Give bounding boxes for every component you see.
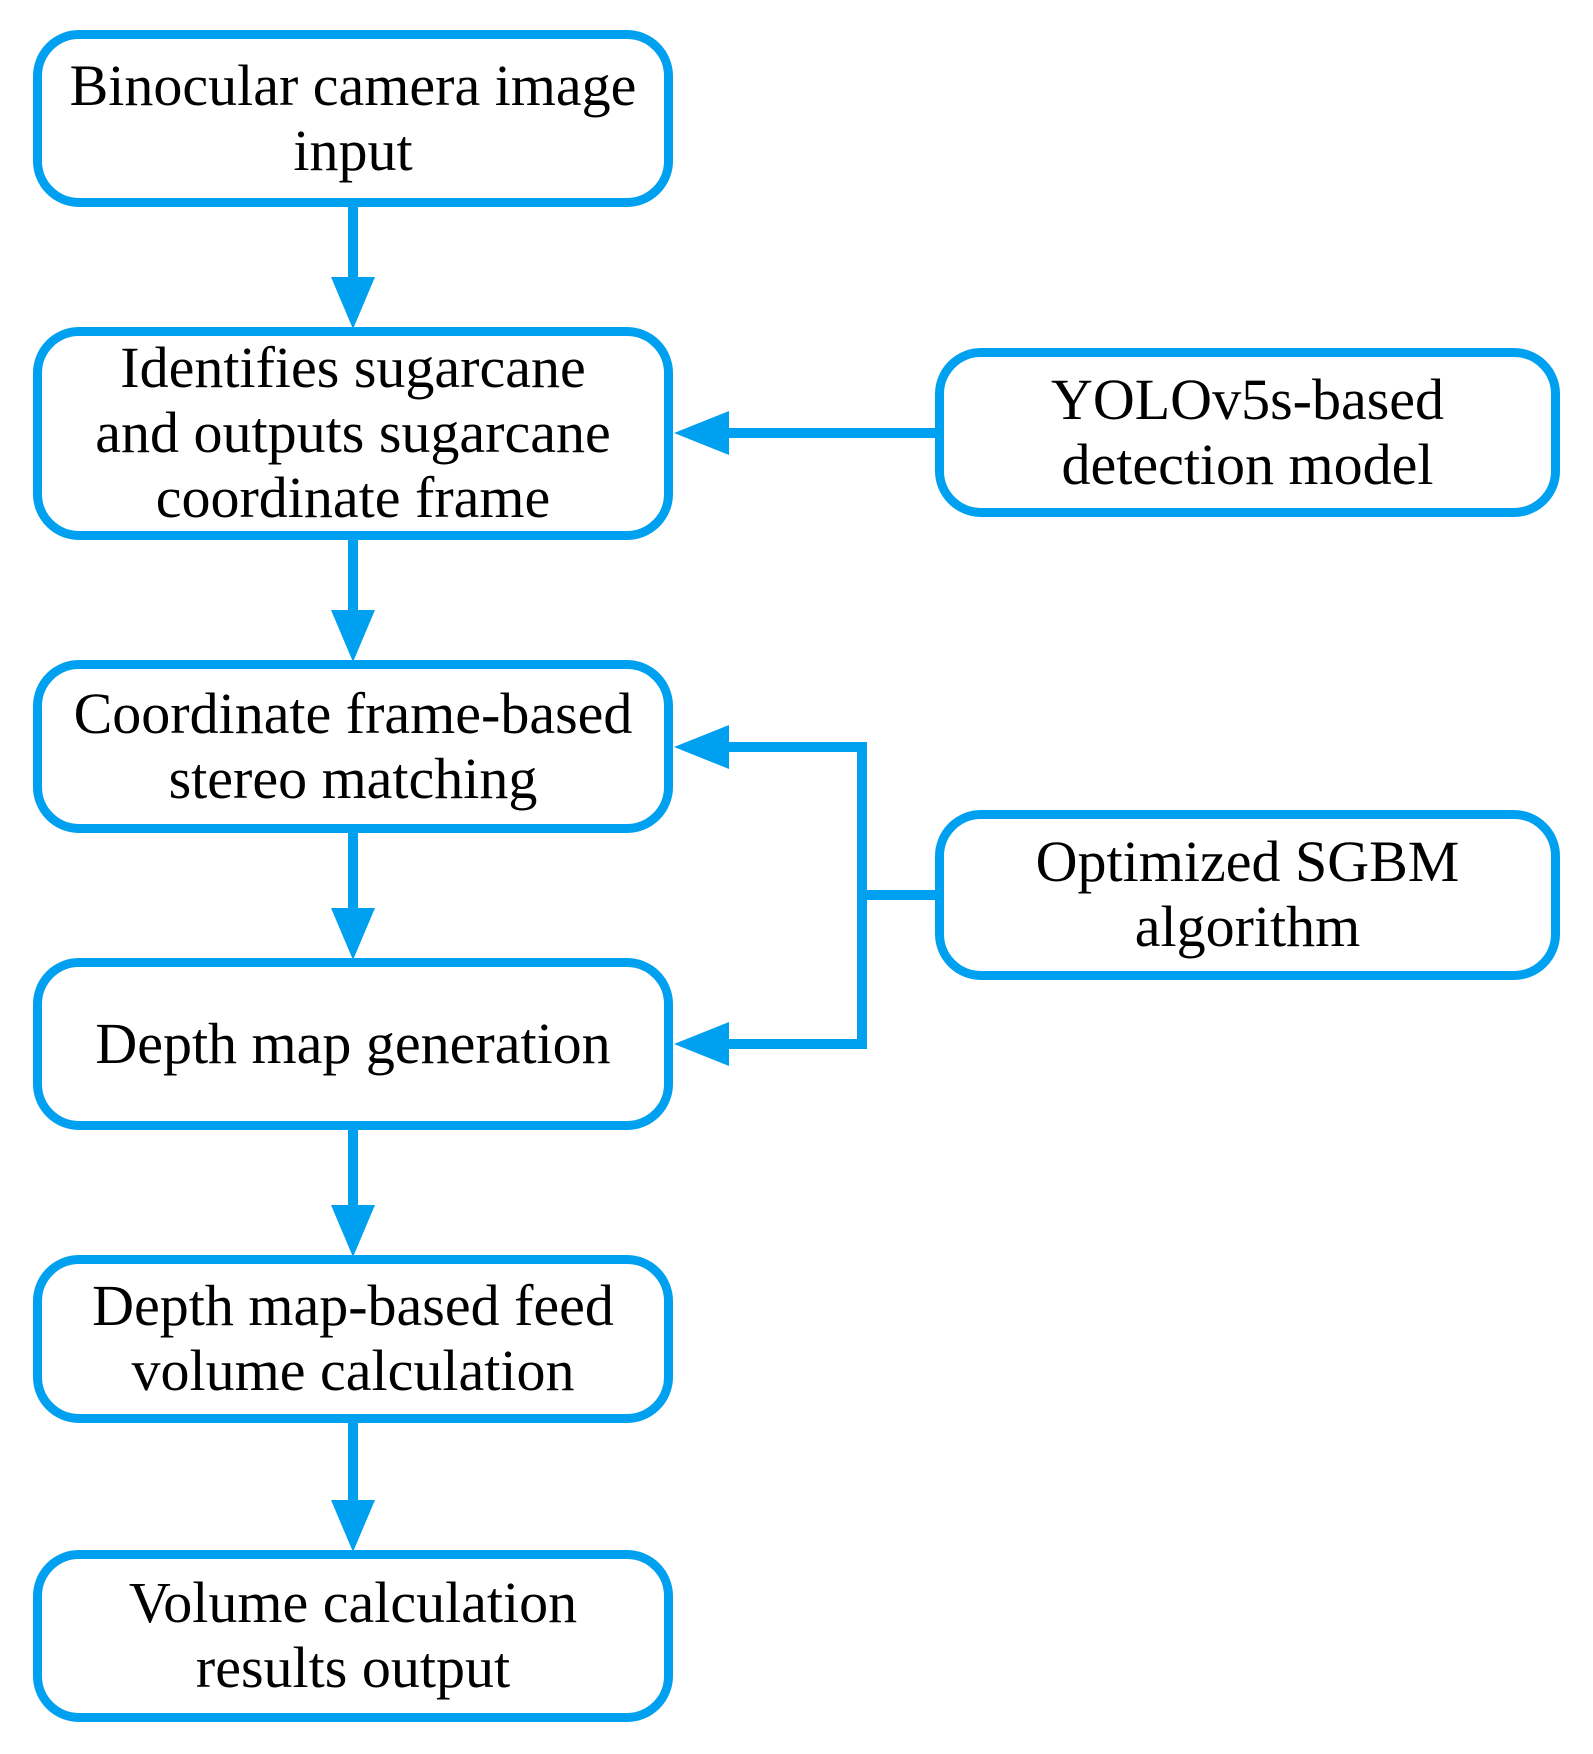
node-label: YOLOv5s-based detection model [1050,366,1445,497]
node-depth-map-generation: Depth map generation [33,958,673,1130]
arrow-feedvolume-to-results [331,1419,375,1552]
node-feed-volume-calculation: Depth map-based feed volume calculation [33,1255,673,1423]
arrow-sgbm-to-depthmap [674,895,867,1066]
arrow-yolo-to-identify [674,411,935,455]
node-label: Binocular camera image input [69,52,637,183]
node-yolov5s-detection-model: YOLOv5s-based detection model [935,348,1560,517]
node-label: Identifies sugarcane and outputs sugarca… [95,335,611,530]
node-label: Volume calculation results output [128,1570,578,1700]
node-label: Depth map generation [95,1010,611,1076]
node-binocular-camera-image-input: Binocular camera image input [33,30,673,207]
node-coordinate-frame-stereo-matching: Coordinate frame-based stereo matching [33,660,673,833]
node-label: Depth map-based feed volume calculation [92,1273,614,1403]
arrow-identify-to-stereo [331,536,375,662]
node-identifies-sugarcane: Identifies sugarcane and outputs sugarca… [33,327,673,540]
node-label: Coordinate frame-based stereo matching [73,680,633,811]
node-label: Optimized SGBM algorithm [1035,829,1460,959]
node-volume-results-output: Volume calculation results output [33,1550,673,1722]
arrow-binocular-to-identify [331,203,375,329]
arrow-depthmap-to-feedvolume [331,1126,375,1257]
node-optimized-sgbm-algorithm: Optimized SGBM algorithm [935,810,1560,980]
arrow-stereo-to-depthmap [331,829,375,960]
arrow-sgbm-to-stereo [674,725,935,900]
